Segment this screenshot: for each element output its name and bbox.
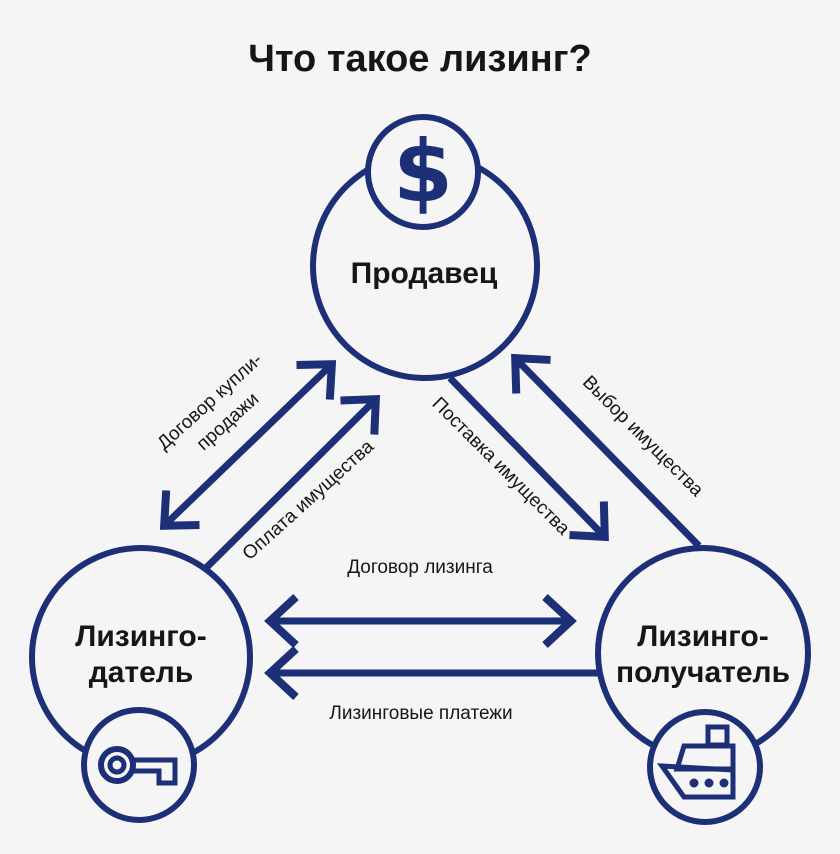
ship-porthole [704,778,714,788]
property-delivery-arrow [447,375,609,542]
key-bow-hole [107,755,127,775]
property-payment-label: Оплата имущества [239,436,379,565]
node-seller: Продавец $ [310,114,540,381]
purchase-agreement-arrow [159,360,337,530]
leasing-payments-label: Лизинговые платежи [329,703,512,724]
ship-icon [647,709,763,825]
ship-hull [656,763,736,800]
dollar-badge-circle [365,114,481,230]
lessee-label-line1: Лизинго- [637,620,768,653]
key-shaft [134,757,178,786]
key-icon [81,707,197,823]
edge-property-delivery: Поставка имущества [428,375,609,542]
ship-porthole [719,778,729,788]
property-delivery-label: Поставка имущества [428,393,574,539]
node-lessee: Лизинго- получатель [595,545,811,825]
key-bow-outer [98,746,136,784]
node-lessor: Лизинго- датель [29,545,253,823]
edge-leasing-payments: Лизинговые платежи [264,646,599,724]
leasing-agreement-label: Договор лизинга [347,557,493,578]
lessor-label-line1: Лизинго- [75,620,206,653]
key-badge-circle [81,707,197,823]
dollar-icon: $ [365,114,481,230]
seller-label: Продавец [351,257,498,290]
property-payment-arrow [203,395,381,571]
lessee-label-line2: получатель [616,656,790,689]
page-title: Что такое лизинг? [248,38,591,80]
lessor-label-line2: датель [89,656,194,689]
ship-porthole [689,778,699,788]
property-choice-label: Выбор имущества [578,372,707,501]
property-choice-arrow [511,353,702,549]
edge-leasing-agreement: Договор лизинга [264,557,577,648]
dollar-glyph: $ [393,122,453,222]
